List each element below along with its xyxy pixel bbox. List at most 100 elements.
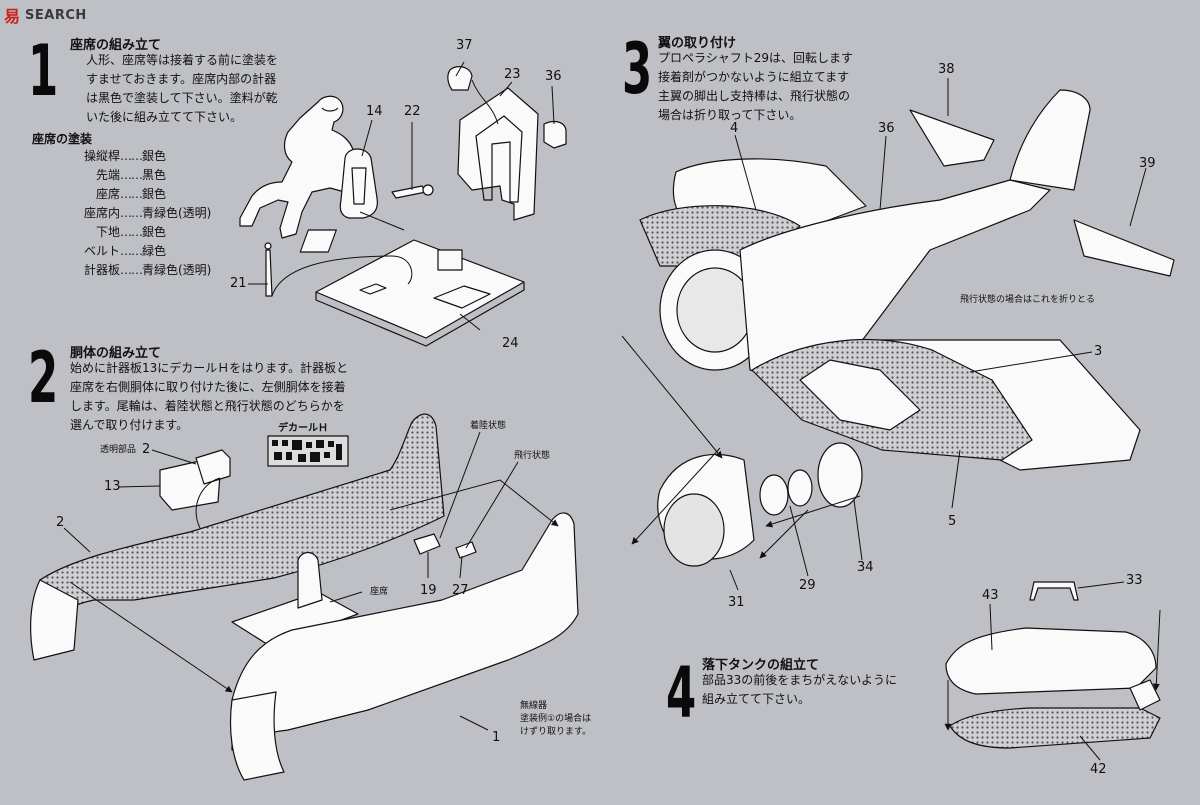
step-3-line: 主翼の脚出し支持棒は、飛行状態の: [658, 89, 851, 103]
step-4-number: 4: [666, 652, 697, 734]
step-3-title: 翼の取り付け: [658, 36, 737, 51]
paint-dots: ……: [120, 168, 143, 182]
note-flight-state: 飛行状態: [514, 451, 551, 461]
paint-color: 銀色: [142, 187, 167, 201]
part-label-3: 3: [1094, 344, 1103, 359]
bulkhead-part-23: [457, 87, 539, 221]
step-3-number: 3: [622, 28, 653, 110]
step-2-line: 始めに計器板13にデカールＨをはります。計器板と: [70, 361, 349, 375]
tail-fin: [1009, 89, 1091, 191]
paint-row: 下地……銀色: [32, 223, 211, 242]
paint-color: 青緑色(透明): [142, 263, 212, 277]
antenna-part-21: [265, 249, 273, 297]
part-36-step1: [543, 120, 567, 149]
step-2-number: 2: [28, 337, 59, 419]
paint-dots: ……: [120, 263, 143, 277]
part-label-42: 42: [1090, 762, 1107, 777]
step-2-line: 座席を右側胴体に取り付けた後に、左側胴体を接着: [70, 380, 346, 394]
note-radio-line: けずり取ります。: [520, 727, 592, 737]
paint-part: ベルト: [83, 244, 120, 258]
step-1-line: すませておきます。座席内部の計器: [86, 72, 277, 86]
note-fold-in-flight: 飛行状態の場合はこれを折りとる: [960, 295, 1096, 305]
paint-row: ベルト……緑色: [32, 242, 211, 261]
tail-wheel-part-27: [455, 541, 477, 559]
paint-color: 銀色: [142, 225, 167, 239]
part-label-31: 31: [728, 595, 745, 610]
part-label-22: 22: [404, 104, 421, 119]
step-1-line: 人形、座席等は接着する前に塗装を: [86, 53, 279, 67]
part-label-23: 23: [504, 67, 521, 82]
paint-dots: ……: [120, 244, 143, 258]
part-label-34: 34: [857, 560, 874, 575]
step-1-body: 人形、座席等は接着する前に塗装を すませておきます。座席内部の計器 は黒色で塗装…: [86, 51, 278, 127]
watermark-logo: 易: [4, 7, 22, 26]
paint-part: 座席内: [83, 206, 120, 220]
part-label-4: 4: [730, 121, 739, 136]
step-1-line: は黒色で塗装して下さい。塗料が乾: [86, 91, 278, 105]
part-label-2: 2: [56, 515, 65, 530]
step-3-line: 場合は折り取って下さい。: [658, 108, 802, 122]
stick-part-22: [391, 185, 427, 199]
watermark: 易 SEARCH: [4, 4, 87, 26]
note-radio-line: 無線器: [520, 701, 548, 711]
drop-tank-upper-part-43: [945, 627, 1157, 695]
note-seat: 座席: [370, 587, 389, 597]
seat-part-14: [339, 148, 378, 219]
part-label-13: 13: [104, 479, 121, 494]
paint-row: 座席内……青緑色(透明): [32, 204, 211, 223]
paint-list-title: 座席の塗装: [32, 132, 93, 146]
stabilizer-part-39: [1073, 219, 1175, 277]
paint-part: 計器板: [83, 263, 120, 277]
part-label-19: 19: [420, 583, 437, 598]
part-label-43: 43: [982, 588, 999, 603]
step-3-line: 接着剤がつかないように組立てます: [658, 70, 850, 84]
floor-part-24: [315, 239, 525, 339]
paint-row: 計器板……青緑色(透明): [32, 261, 211, 280]
paint-list: 操縦桿……銀色 先端……黒色 座席……銀色 座席内……青緑色(透明) 下地……銀…: [32, 147, 211, 280]
part-label-36: 36: [545, 69, 562, 84]
paint-row: 先端……黒色: [32, 166, 211, 185]
paint-part: 操縦桿: [83, 149, 120, 163]
part-label-1: 1: [492, 730, 501, 745]
paint-part: 先端: [95, 168, 120, 182]
step-2-line: 選んで取り付けます。: [70, 418, 189, 432]
note-decal-h: デカールＨ: [278, 423, 328, 434]
step-4-line: 部品33の前後をまちがえないように: [702, 673, 898, 687]
clear-part-2: [195, 449, 231, 485]
step-4-body: 部品33の前後をまちがえないように 組み立てて下さい。: [702, 671, 897, 709]
headrest-part-37: [447, 66, 473, 91]
paint-dots: ……: [120, 149, 143, 163]
paint-dots: ……: [120, 187, 143, 201]
paint-color: 青緑色(透明): [142, 206, 212, 220]
note-landing-state: 着陸状態: [470, 421, 507, 431]
propeller-part-34: [817, 442, 863, 508]
stabilizer-part-38: [909, 109, 995, 167]
watermark-text: SEARCH: [25, 7, 87, 23]
part-label-37: 37: [456, 38, 473, 53]
step-3-body: プロペラシャフト29は、回転します 接着剤がつかないように組立てます 主翼の脚出…: [658, 49, 853, 125]
fuselage-left-half: [231, 512, 579, 751]
step-2-line: します。尾輪は、着陸状態と飛行状態のどちらかを: [70, 399, 345, 413]
part-label-29: 29: [799, 578, 816, 593]
seat-in-fuselage: [231, 591, 359, 647]
part-label-38: 38: [938, 62, 955, 77]
note-clear-part: 透明部品: [100, 445, 137, 455]
part-label-33: 33: [1126, 573, 1143, 588]
part-label-14: 14: [366, 104, 383, 119]
step-4-title: 落下タンクの組立て: [702, 658, 820, 673]
step-1-title: 座席の組み立て: [70, 38, 162, 53]
step-4-line: 組み立てて下さい。: [702, 692, 811, 706]
paint-dots: ……: [120, 225, 143, 239]
part-label-24: 24: [502, 336, 519, 351]
note-radio-line: 塗装例①の場合は: [520, 714, 592, 724]
step-1-number: 1: [28, 30, 59, 112]
bracket-part-33: [1029, 581, 1079, 601]
fuselage-right-half: [39, 413, 445, 625]
step-3-line: プロペラシャフト29は、回転します: [658, 51, 854, 65]
part-label-5: 5: [948, 514, 957, 529]
part-label-39: 39: [1139, 156, 1156, 171]
paint-dots: ……: [120, 206, 143, 220]
paint-part: 下地: [95, 225, 120, 239]
part-label-36-step3: 36: [878, 121, 895, 136]
